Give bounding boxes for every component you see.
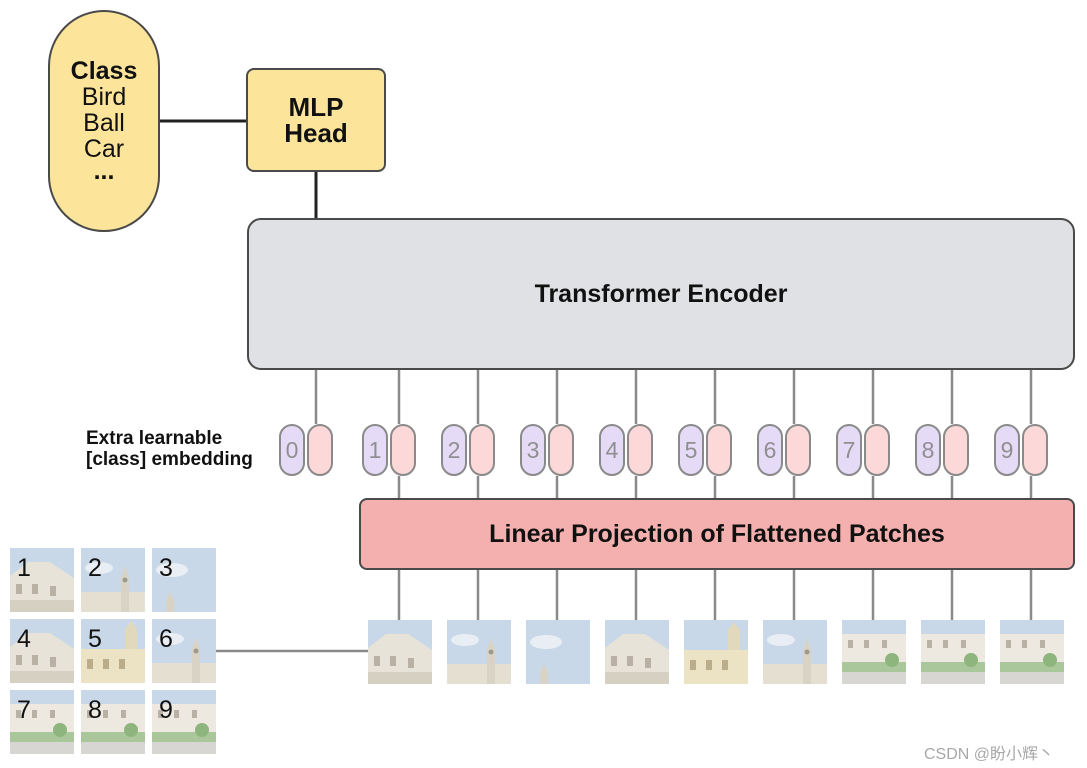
position-embedding-1: 1 <box>362 424 388 476</box>
position-embedding-3: 3 <box>520 424 546 476</box>
extra-embedding-line2: [class] embedding <box>86 449 253 470</box>
position-embedding-2: 2 <box>441 424 467 476</box>
mlp-head-box: MLP Head <box>246 68 386 172</box>
image-grid-number-4: 4 <box>17 625 31 653</box>
linear-projection-box: Linear Projection of Flattened Patches <box>359 498 1075 570</box>
image-grid-cell-6: 6 <box>152 619 216 683</box>
patch-embedding-token-8 <box>943 424 969 476</box>
image-grid-number-8: 8 <box>88 696 102 724</box>
patch-embedding-token-4 <box>627 424 653 476</box>
class-item-ball: Ball <box>83 109 125 137</box>
position-embedding-0: 0 <box>279 424 305 476</box>
flattened-patch-1 <box>368 620 432 684</box>
extra-embedding-line1: Extra learnable <box>86 428 223 449</box>
flattened-patch-8 <box>921 620 985 684</box>
position-embedding-8: 8 <box>915 424 941 476</box>
position-embedding-9: 9 <box>994 424 1020 476</box>
class-item-bird: Bird <box>81 83 127 111</box>
position-embedding-5: 5 <box>678 424 704 476</box>
flattened-patch-9 <box>1000 620 1064 684</box>
flattened-patch-6 <box>763 620 827 684</box>
patch-embedding-token-5 <box>706 424 732 476</box>
flattened-patch-7 <box>842 620 906 684</box>
image-grid-cell-8: 8 <box>81 690 145 754</box>
image-grid-cell-1: 1 <box>10 548 74 612</box>
transformer-encoder-label: Transformer Encoder <box>534 279 788 308</box>
mlp-head-line1: MLP <box>288 92 344 122</box>
flattened-patch-2 <box>447 620 511 684</box>
position-embedding-7: 7 <box>836 424 862 476</box>
image-grid-number-7: 7 <box>17 696 31 724</box>
flattened-patch-5 <box>684 620 748 684</box>
flattened-patch-3 <box>526 620 590 684</box>
flattened-patch-4 <box>605 620 669 684</box>
image-grid-number-6: 6 <box>159 625 173 653</box>
mlp-head-line2: Head <box>284 118 348 148</box>
patch-embedding-token-2 <box>469 424 495 476</box>
class-ellipsis: ... <box>93 157 115 185</box>
class-title: Class <box>70 57 138 85</box>
image-grid-cell-4: 4 <box>10 619 74 683</box>
patch-embedding-token-0 <box>307 424 333 476</box>
position-embedding-6: 6 <box>757 424 783 476</box>
image-grid-cell-7: 7 <box>10 690 74 754</box>
image-grid-cell-9: 9 <box>152 690 216 754</box>
image-grid-number-3: 3 <box>159 554 173 582</box>
image-grid-number-5: 5 <box>88 625 102 653</box>
patch-embedding-token-3 <box>548 424 574 476</box>
extra-embedding-label: Extra learnable [class] embedding <box>86 428 253 470</box>
patch-embedding-token-7 <box>864 424 890 476</box>
watermark: CSDN @盼小辉丶 <box>924 746 1055 763</box>
image-grid-number-2: 2 <box>88 554 102 582</box>
image-grid-cell-3: 3 <box>152 548 216 612</box>
patch-embedding-token-1 <box>390 424 416 476</box>
position-embedding-4: 4 <box>599 424 625 476</box>
image-grid-number-9: 9 <box>159 696 173 724</box>
transformer-encoder-box: Transformer Encoder <box>247 218 1075 370</box>
patch-embedding-token-9 <box>1022 424 1048 476</box>
patch-embedding-token-6 <box>785 424 811 476</box>
image-grid-cell-2: 2 <box>81 548 145 612</box>
class-output-pill: Class Bird Ball Car ... <box>48 10 160 232</box>
image-grid-number-1: 1 <box>17 554 31 582</box>
class-item-car: Car <box>83 135 125 163</box>
image-grid-cell-5: 5 <box>81 619 145 683</box>
linear-projection-label: Linear Projection of Flattened Patches <box>489 519 945 548</box>
